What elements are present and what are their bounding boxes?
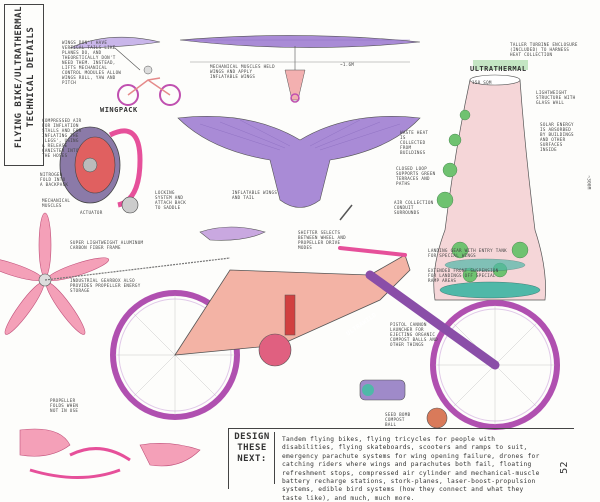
flying-bike-side-sketch bbox=[69, 36, 181, 106]
closed-loop-note: CLOSED LOOP SUPPORTS GREEN TERRACES AND … bbox=[396, 166, 436, 186]
folded-propeller-sketches bbox=[19, 428, 201, 479]
design-next-frame bbox=[228, 428, 574, 489]
front-suspension-note: EXTENDED FRONT SUSPENSION FOR LANDINGS O… bbox=[428, 268, 499, 283]
mechanical-muscles-top-note: MECHANICAL MUSCLES HELD WINGS AND APPLY … bbox=[210, 64, 275, 79]
propeller-illustration bbox=[0, 212, 110, 335]
air-collection-note: AIR COLLECTION CONDUIT SURROUNDS bbox=[394, 200, 434, 215]
span-label: ~1.6M bbox=[340, 62, 355, 67]
design-next-heading: DESIGN THESE NEXT: bbox=[230, 432, 274, 465]
wings-plan-view bbox=[177, 116, 421, 208]
shifter-note: SHIFTER SELECTS BETWEEN WHEEL AND PROPEL… bbox=[298, 230, 346, 250]
ultrathermal-width-label: 150 SQM bbox=[472, 80, 492, 85]
page-title-box: FLYING BIKE/ULTRATHERMAL TECHNICAL DETAI… bbox=[4, 4, 44, 166]
pistol-cannon-note: PISTOL CANNON LAUNCHER FOR EJECTING ORGA… bbox=[390, 322, 438, 347]
frame-note: SUPER LIGHTWEIGHT ALUMINUM CARBON FIBER … bbox=[70, 240, 144, 250]
mechanical-muscles-note: MECHANICAL MUSCLES bbox=[42, 198, 71, 208]
gearbox-note: INDUSTRIAL GEARBOX ALSO PROVIDES PROPELL… bbox=[70, 278, 141, 293]
solar-energy-note: SOLAR ENERGY IS ABSORBED BY BUILDINGS AN… bbox=[540, 122, 574, 152]
design-next-heading-box: DESIGN THESE NEXT: bbox=[230, 432, 275, 484]
wingpack-heading: WINGPACK bbox=[100, 106, 138, 114]
design-next-body: Tandem flying bikes, flying tricycles fo… bbox=[282, 436, 540, 502]
main-flying-bike bbox=[44, 204, 560, 430]
wings-front-view bbox=[179, 35, 421, 103]
ultrathermal-height-label: ~300M bbox=[586, 175, 592, 190]
waste-heat-note: WASTE HEAT IS COLLECTED FROM BUILDINGS bbox=[400, 130, 429, 155]
ultrathermal-structure-note: LIGHTWEIGHT STRUCTURE WITH GLASS WALL bbox=[536, 90, 576, 105]
seed-bomb-note: SEED BOMB COMPOST BALL bbox=[385, 412, 411, 427]
landing-tank-note: LANDING GEAR WITH ENTRY TANK FOR SPECIAL… bbox=[428, 248, 507, 258]
page-number: 52 bbox=[558, 461, 570, 474]
compressed-air-note: COMPRESSED AIR FOR INFLATION STALLS AND … bbox=[42, 118, 82, 158]
ultrathermal-top-note: TALLER TURBINE ENCLOSURE (INCLUDED) TO H… bbox=[510, 42, 578, 57]
design-heading-line: DESIGN bbox=[234, 432, 270, 442]
inflatable-wings-note: INFLATABLE WINGS AND TAIL bbox=[232, 190, 278, 200]
nitrogen-note: NITROGEN FOLD INTO A BACKPACK bbox=[40, 172, 69, 187]
design-heading-line: THESE bbox=[237, 443, 267, 453]
page-title: FLYING BIKE/ULTRATHERMAL TECHNICAL DETAI… bbox=[14, 5, 36, 149]
ultrathermal-tower bbox=[433, 60, 546, 301]
wings-note: WINGS DON'T HAVE VERTICAL TAILS LIKE PLA… bbox=[62, 40, 122, 85]
design-heading-line: NEXT: bbox=[237, 454, 267, 464]
propeller-note: PROPELLER FOLDS WHEN NOT IN USE bbox=[50, 398, 79, 413]
ultrathermal-heading: ULTRATHERMAL bbox=[470, 65, 527, 73]
locking-system-note: LOCKING SYSTEM AND ATTACH BACK TO SADDLE bbox=[155, 190, 187, 210]
wingpack-illustration bbox=[59, 126, 143, 214]
actuator-note: ACTUATOR bbox=[80, 210, 103, 215]
